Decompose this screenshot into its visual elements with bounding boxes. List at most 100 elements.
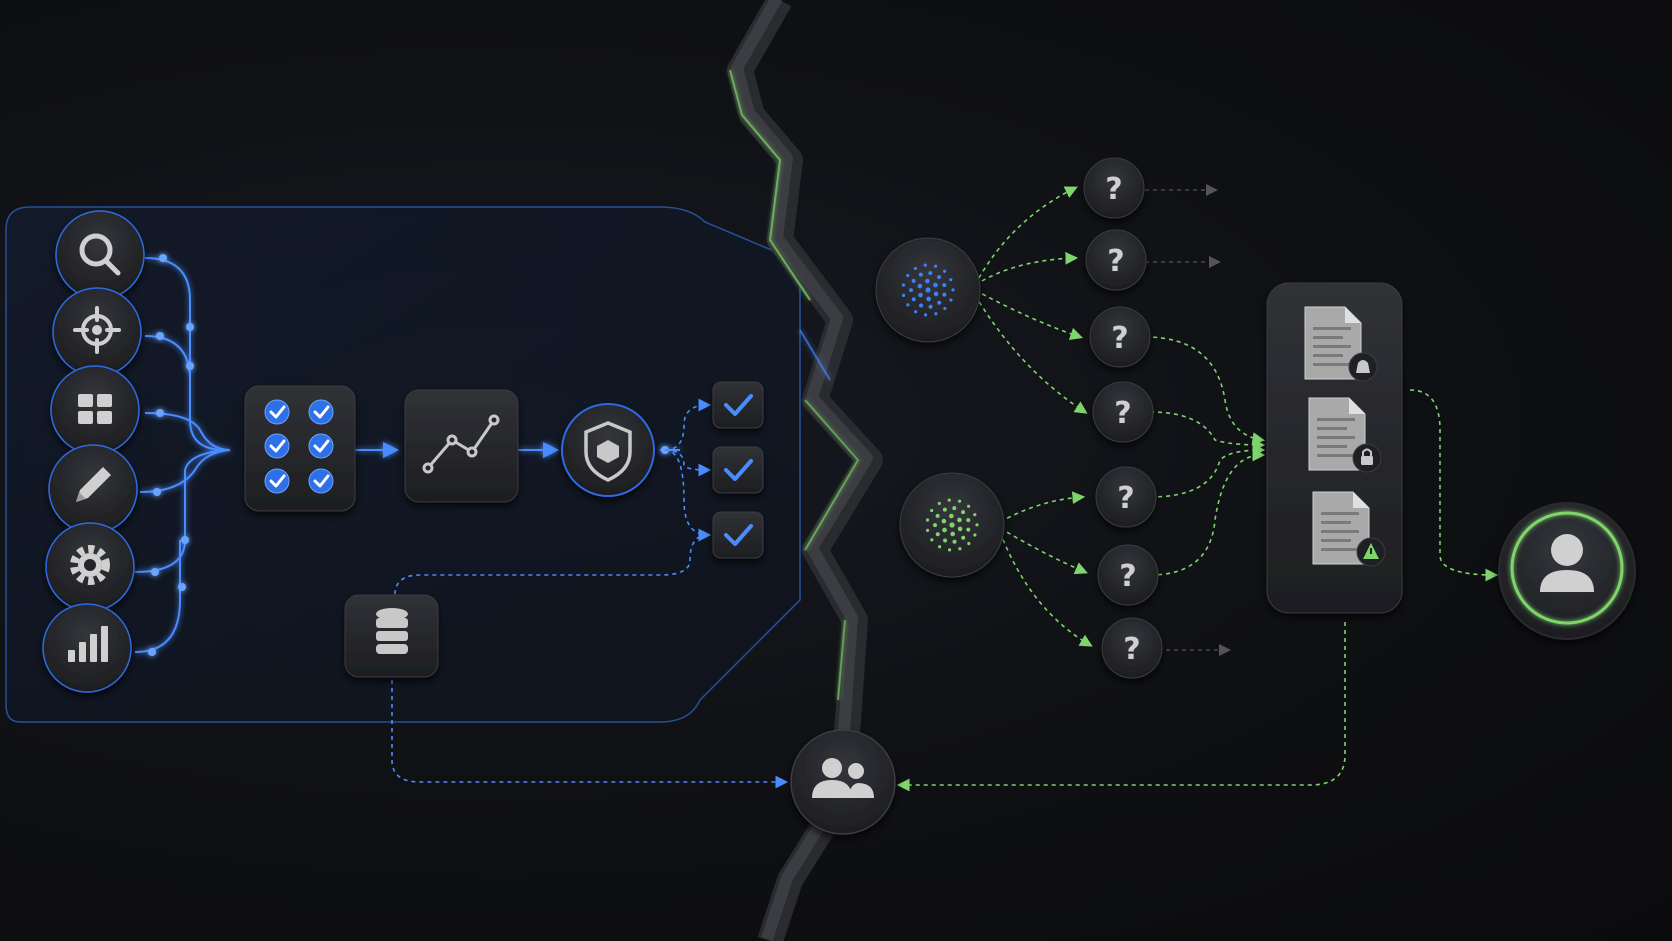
pipeline-trend-node[interactable] [404,389,519,503]
cluster-dot [949,513,954,519]
checklist-icon [264,399,334,494]
cluster-dot [928,304,933,309]
unknown-node[interactable]: ? [1092,381,1154,443]
output-check-3[interactable] [712,511,764,559]
cluster-dot [934,312,938,316]
left-connector-dots [148,254,669,656]
pipeline-checklist-node[interactable] [244,385,356,512]
pipeline-shield-node[interactable] [561,403,655,497]
cluster-dot [918,272,923,277]
database-icon [376,608,408,654]
unknown-node[interactable]: ? [1085,229,1147,291]
right-connectors [896,186,1499,792]
cluster-dot [961,535,966,540]
cluster-dot [949,522,955,528]
cluster-dot [935,532,940,537]
unknown-node[interactable]: ? [1101,617,1163,679]
output-check-1[interactable] [712,381,764,429]
checkmark-icon [724,459,753,481]
cluster-dot [967,541,971,546]
shield-icon [584,421,632,482]
source-node-crosshair[interactable] [52,287,142,377]
line-chart-icon [422,414,500,474]
output-branches [391,398,789,789]
pencil-icon [76,467,111,502]
cluster-node-blue[interactable] [875,237,981,343]
question-mark-label: ? [1123,632,1140,667]
source-node-search[interactable] [55,210,145,300]
question-mark-label: ? [1119,559,1136,594]
alert-bell-icon [1348,352,1378,382]
cluster-dot [958,547,962,551]
source-node-pencil[interactable] [48,444,138,534]
checkmark-icon [724,524,753,546]
cluster-dot [911,278,916,283]
source-node-gear[interactable] [45,522,135,612]
cluster-dot [973,533,977,537]
document-item[interactable] [1312,491,1386,567]
database-node[interactable] [344,594,439,678]
cluster-dot [928,271,933,276]
cluster-dot [909,288,914,293]
question-mark-label: ? [1111,321,1128,356]
cluster-dot [933,264,938,268]
cluster-dot [925,518,930,522]
cluster-dot [913,266,917,271]
cluster-dot [933,291,939,297]
source-node-grid[interactable] [50,365,140,455]
crosshair-icon [73,306,121,354]
document-item[interactable] [1308,397,1382,473]
cluster-dot [957,517,962,523]
cluster-dot [901,283,906,287]
document-item[interactable] [1304,306,1378,382]
question-mark-label: ? [1107,244,1124,279]
output-check-2[interactable] [712,446,764,494]
cluster-dot [951,288,955,292]
question-mark-label: ? [1105,172,1122,207]
cluster-dot [901,293,906,297]
cluster-dot [911,297,916,302]
cluster-node-green[interactable] [899,472,1005,578]
search-icon [79,233,121,276]
cluster-dot [957,499,962,503]
cluster-dot [906,273,910,278]
cluster-dot [947,548,952,552]
cluster-dot [942,283,947,288]
cluster-dot [933,523,938,528]
end-user-node[interactable] [1498,502,1636,640]
grid-icon [78,394,112,424]
cluster-dot [935,513,940,518]
user-icon [1540,534,1594,592]
cluster-dot [942,507,947,512]
cluster-dot [923,313,928,317]
cluster-dot [926,296,931,302]
source-node-bar-chart[interactable] [42,603,132,693]
warning-icon [1356,537,1386,567]
unknown-node[interactable]: ? [1095,466,1157,528]
cluster-dot [943,269,947,273]
cluster-dot [941,518,947,524]
cluster-dot [947,498,951,502]
cluster-dot [966,527,971,532]
question-mark-label: ? [1117,481,1134,516]
cluster-dot [925,528,930,532]
cluster-dot [975,523,979,527]
cluster-dot [943,538,948,543]
document-icon [1304,306,1362,380]
cluster-dot [966,518,971,523]
unknown-node[interactable]: ? [1089,306,1151,368]
cluster-dot [952,539,957,544]
unknown-node[interactable]: ? [1083,157,1145,219]
users-icon [812,758,874,798]
bar-chart-icon [68,626,108,662]
cluster-dot [949,298,953,302]
cluster-dot [973,513,977,517]
cluster-dot [938,545,942,549]
unknown-node[interactable]: ? [1097,544,1159,606]
faded-connectors [1145,184,1231,656]
unknown-nodes: ??????? [1083,157,1163,679]
cluster-dot [906,303,910,307]
junction-users-node[interactable] [790,729,896,835]
